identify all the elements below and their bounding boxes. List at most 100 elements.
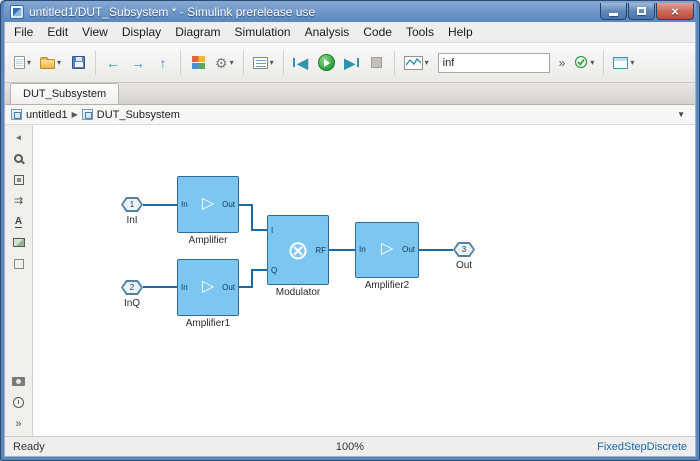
- maximize-button[interactable]: [628, 3, 655, 20]
- open-button[interactable]: ▾: [36, 49, 65, 77]
- library-blocks-icon: [191, 56, 205, 69]
- model-advisor-button[interactable]: ▾: [570, 49, 598, 77]
- menu-item-display[interactable]: Display: [121, 25, 162, 39]
- diagram-canvas[interactable]: 1 InI 2 InQ In ▷ Out Amplifier In: [33, 125, 695, 436]
- menu-item-file[interactable]: File: [14, 25, 34, 39]
- menu-item-tools[interactable]: Tools: [405, 25, 434, 39]
- sample-time-button[interactable]: [8, 393, 30, 412]
- step-back-button[interactable]: ◀: [289, 49, 313, 77]
- toolbar: ▾ ▾ ← → ↑ ⚙▾ ▾ ◀ ▶ ▾ »: [5, 43, 695, 83]
- amplifier2-block[interactable]: In ▷ Out: [355, 222, 419, 278]
- toolbar-separator: [95, 50, 97, 75]
- wire-modulator-to-amplifier2[interactable]: [329, 249, 355, 251]
- breadcrumb-dropdown[interactable]: ▼: [677, 110, 685, 119]
- wire-amplifier-to-modulator[interactable]: [251, 204, 253, 231]
- menu-item-analysis[interactable]: Analysis: [304, 25, 350, 39]
- toolbar-overflow[interactable]: »: [558, 55, 566, 70]
- toolbar-separator: [393, 50, 395, 75]
- list-icon: [252, 56, 268, 69]
- wire-amplifier-to-modulator[interactable]: [239, 204, 253, 206]
- menu-item-code[interactable]: Code: [363, 25, 392, 39]
- save-icon: [71, 56, 85, 69]
- wire-amplifier1-to-modulator[interactable]: [251, 269, 267, 271]
- menu-item-simulation[interactable]: Simulation: [234, 25, 291, 39]
- wire-inq-to-amplifier1[interactable]: [143, 286, 177, 288]
- box-area-button[interactable]: [8, 254, 30, 273]
- hide-browser-button[interactable]: ◄: [8, 128, 30, 147]
- modulator-q-port-label: Q: [271, 266, 278, 275]
- toolbar-separator: [603, 50, 605, 75]
- inport-2[interactable]: 2: [121, 280, 143, 295]
- modulator-label: Modulator: [275, 287, 321, 298]
- navigate-forward-button[interactable]: →: [126, 49, 150, 77]
- image-annotation-button[interactable]: [8, 233, 30, 252]
- step-bar-icon: [357, 58, 360, 67]
- wire-amplifier1-to-modulator[interactable]: [251, 269, 253, 288]
- inport-1[interactable]: 1: [121, 197, 143, 212]
- viewmarks-button[interactable]: [8, 372, 30, 391]
- outport-3[interactable]: 3: [453, 242, 475, 257]
- inport-1-label: InI: [126, 215, 138, 226]
- in-port-label: In: [359, 245, 366, 254]
- step-back-icon: ◀: [297, 54, 309, 71]
- annotation-button[interactable]: A: [8, 212, 30, 231]
- save-button[interactable]: [66, 49, 90, 77]
- breadcrumb-item-untitled1[interactable]: untitled1: [26, 108, 68, 121]
- toolbar-separator: [242, 50, 244, 75]
- zoom-shortcuts-button[interactable]: ⇉: [8, 191, 30, 210]
- breadcrumb: untitled1 ▶ DUT_Subsystem ▼: [5, 105, 695, 125]
- zoom-button[interactable]: [8, 149, 30, 168]
- inport-2-label: InQ: [123, 298, 141, 309]
- zoom-level: 100%: [335, 440, 365, 453]
- step-forward-button[interactable]: ▶: [340, 49, 364, 77]
- check-icon: [574, 55, 588, 70]
- minimize-button[interactable]: [600, 3, 627, 20]
- fit-to-view-button[interactable]: [8, 170, 30, 189]
- amplifier1-block[interactable]: In ▷ Out: [177, 259, 239, 316]
- navigate-back-button[interactable]: ←: [101, 49, 125, 77]
- title-bar: untitled1/DUT_Subsystem * - Simulink pre…: [4, 1, 696, 22]
- amplifier1-label: Amplifier1: [185, 318, 231, 329]
- model-settings-button[interactable]: ⚙▾: [211, 49, 238, 77]
- data-inspector-button[interactable]: ▾: [400, 49, 433, 77]
- tab-dut-subsystem[interactable]: DUT_Subsystem: [10, 83, 120, 104]
- stop-time-input[interactable]: [437, 52, 550, 73]
- minimize-icon: [609, 12, 618, 16]
- palette-overflow[interactable]: »: [15, 417, 22, 430]
- amplifier2-label: Amplifier2: [364, 280, 410, 291]
- modulator-i-port-label: I: [271, 226, 274, 235]
- box-icon: [13, 258, 24, 269]
- new-model-button[interactable]: ▾: [10, 49, 35, 77]
- signal-waveform-icon: [403, 55, 423, 70]
- stop-button[interactable]: [365, 49, 389, 77]
- maximize-icon: [637, 7, 646, 15]
- wire-amplifier1-to-modulator[interactable]: [239, 286, 253, 288]
- forward-arrow-icon: →: [131, 54, 146, 71]
- tab-bar: DUT_Subsystem: [5, 83, 695, 105]
- menu-item-help[interactable]: Help: [447, 25, 473, 39]
- annotation-icon: A: [14, 215, 23, 228]
- menu-item-view[interactable]: View: [82, 25, 108, 39]
- modulator-block[interactable]: I Q RF ⊗: [267, 215, 329, 285]
- run-button[interactable]: [314, 49, 339, 77]
- menu-item-diagram[interactable]: Diagram: [175, 25, 221, 39]
- modulator-rf-port-label: RF: [315, 246, 326, 255]
- clock-icon: [13, 397, 24, 408]
- window-title: untitled1/DUT_Subsystem * - Simulink pre…: [29, 4, 316, 19]
- library-browser-button[interactable]: [186, 49, 210, 77]
- close-button[interactable]: ×: [656, 3, 694, 20]
- menu-item-edit[interactable]: Edit: [47, 25, 69, 39]
- breadcrumb-item-dut-subsystem[interactable]: DUT_Subsystem: [96, 108, 180, 121]
- wire-amplifier-to-modulator[interactable]: [251, 229, 267, 231]
- wire-ini-to-amplifier[interactable]: [143, 204, 177, 206]
- model-data-editor-button[interactable]: ▾: [249, 49, 278, 77]
- out-port-label: Out: [222, 282, 235, 292]
- in-port-label: In: [181, 199, 188, 209]
- navigate-up-button[interactable]: ↑: [151, 49, 175, 77]
- update-diagram-button[interactable]: ▾: [609, 49, 638, 77]
- amplifier-block[interactable]: In ▷ Out: [177, 176, 239, 233]
- image-icon: [12, 238, 25, 247]
- simulink-app-icon[interactable]: [10, 4, 24, 19]
- wire-amplifier2-to-out[interactable]: [419, 249, 453, 251]
